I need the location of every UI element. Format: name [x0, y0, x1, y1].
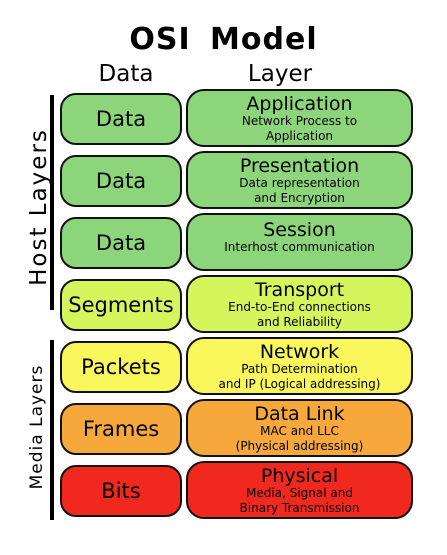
data-unit-application: Data [60, 93, 182, 145]
layer-description-line-2: and Encryption [254, 191, 345, 205]
layer-column-header: Layer [247, 61, 313, 87]
layer-application: Application Network Process to Applicati… [186, 89, 413, 147]
data-unit-label: Data [95, 107, 147, 131]
layer-description-line-1: End-to-End connections [228, 300, 371, 314]
layer-description-line-2: Binary Transmission [239, 501, 360, 515]
layer-description-line-1: MAC and LLC [260, 424, 339, 438]
data-unit-label: Data [95, 231, 147, 255]
layer-name: Data Link [254, 403, 345, 425]
data-unit-label: Segments [68, 293, 174, 317]
layer-transport: Transport End-to-End connections and Rel… [186, 275, 413, 333]
layer-name: Presentation [239, 155, 360, 177]
layer-description-line-2: Application [265, 129, 334, 143]
media-layers-label: Media Layers [27, 364, 47, 490]
host-layers-bracket [50, 95, 54, 310]
layer-data-link: Data Link MAC and LLC (Physical addressi… [186, 399, 413, 457]
data-unit-label: Packets [81, 355, 161, 379]
layer-description-line-1: Data representation [239, 176, 360, 190]
layer-session: Session Interhost communication [186, 213, 413, 271]
layer-name: Transport [254, 279, 345, 301]
data-unit-physical: Bits [60, 465, 182, 517]
data-unit-transport: Segments [60, 279, 182, 331]
data-column-header: Data [98, 61, 154, 87]
layer-name: Physical [260, 465, 339, 487]
layer-description-line-1: Interhost communication [224, 240, 375, 254]
media-layers-bracket [50, 340, 54, 520]
layer-description-line-1: Network Process to [241, 114, 358, 128]
layer-description-line-1: Path Determination [241, 362, 358, 376]
layer-description-line-2: and Reliability [256, 315, 343, 329]
diagram-title: OSI Model [129, 22, 318, 57]
data-unit-label: Frames [82, 417, 160, 441]
data-unit-label: Data [95, 169, 147, 193]
layer-network: Network Path Determination and IP (Logic… [186, 337, 413, 395]
layer-name: Network [259, 341, 340, 363]
data-unit-label: Bits [101, 479, 141, 503]
data-unit-data-link: Frames [60, 403, 182, 455]
layer-description-line-1: Media, Signal and [246, 486, 353, 500]
data-unit-session: Data [60, 217, 182, 269]
layer-name: Application [246, 93, 353, 115]
layer-description-line-2: and IP (Logical addressing) [218, 377, 381, 391]
data-unit-network: Packets [60, 341, 182, 393]
layer-name: Session [263, 219, 336, 241]
layer-presentation: Presentation Data representation and Enc… [186, 151, 413, 209]
layer-description-line-2: (Physical addressing) [235, 439, 364, 453]
data-unit-presentation: Data [60, 155, 182, 207]
layer-physical: Physical Media, Signal and Binary Transm… [186, 461, 413, 519]
